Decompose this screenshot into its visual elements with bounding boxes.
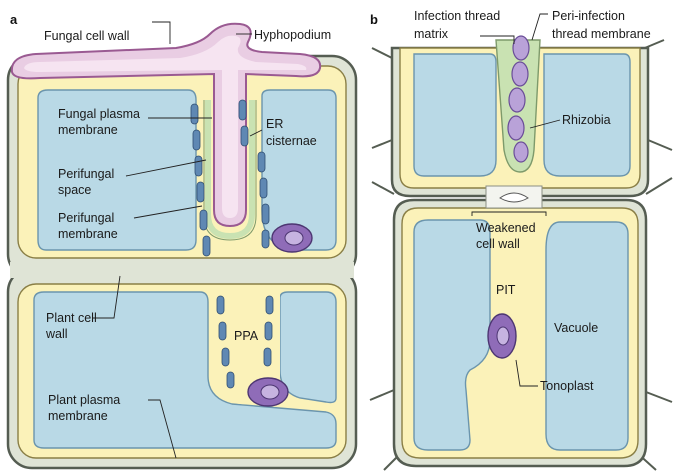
nucleolus-b <box>497 327 509 345</box>
label-infection-thread-line2: matrix <box>414 27 449 41</box>
er-segment <box>262 230 269 248</box>
wall-line <box>648 140 672 150</box>
label-perifungal-membrane-line1: Perifungal <box>58 211 114 225</box>
er-segment <box>193 130 200 150</box>
label-pit: PIT <box>496 283 516 297</box>
leader-peri-infection-membrane <box>532 14 548 40</box>
er-segment <box>227 372 234 388</box>
label-er-line1: ER <box>266 117 283 131</box>
label-er-line2: cisternae <box>266 134 317 148</box>
label-tonoplast: Tonoplast <box>540 379 594 393</box>
wall-line <box>646 178 672 194</box>
label-plant-cell-wall-line2: wall <box>45 327 68 341</box>
label-weakened-line2: cell wall <box>476 237 520 251</box>
label-perifungal-space-line2: space <box>58 183 91 197</box>
er-segment <box>197 182 204 202</box>
leader-fungal-cell-wall <box>152 22 170 44</box>
er-segment <box>258 152 265 172</box>
label-hyphopodium: Hyphopodium <box>254 28 331 42</box>
panel-b-letter: b <box>370 12 378 27</box>
lower-right-vacuole <box>280 292 336 403</box>
panel-b: b Infection thread matrix Peri-infection… <box>370 9 672 470</box>
er-segment <box>239 100 246 120</box>
rhizobium <box>512 62 528 86</box>
er-segment <box>217 296 224 314</box>
er-segment <box>265 322 272 340</box>
panel-a-letter: a <box>10 12 18 27</box>
er-segment <box>219 322 226 340</box>
er-segment <box>262 204 269 224</box>
label-fungal-plasma-membrane-line1: Fungal plasma <box>58 107 140 121</box>
er-segment <box>264 348 271 366</box>
er-segment <box>222 348 229 366</box>
rhizobium <box>508 116 524 140</box>
er-segment <box>266 296 273 314</box>
rhizobium <box>513 36 529 60</box>
label-plant-plasma-membrane-line2: membrane <box>48 409 108 423</box>
label-fungal-plasma-membrane-line2: membrane <box>58 123 118 137</box>
panel-a: a Fungal cell wall Hyphopodium Fungal pl… <box>8 12 356 468</box>
wall-line <box>372 182 394 194</box>
er-segment <box>191 104 198 124</box>
label-perifungal-space-line1: Perifungal <box>58 167 114 181</box>
label-weakened-line1: Weakened <box>476 221 536 235</box>
er-segment <box>241 126 248 146</box>
label-plant-cell-wall-line1: Plant cell <box>46 311 97 325</box>
label-peri-infection-line1: Peri-infection <box>552 9 625 23</box>
er-segment <box>203 236 210 256</box>
lower-nucleolus <box>261 385 279 399</box>
label-fungal-cell-wall: Fungal cell wall <box>44 29 129 43</box>
er-segment <box>195 156 202 176</box>
rhizobium <box>509 88 525 112</box>
label-ppa: PPA <box>234 329 259 343</box>
upper-nucleolus <box>285 231 303 245</box>
rhizobium <box>514 142 528 162</box>
er-segment <box>260 178 267 198</box>
wall-line <box>372 140 392 148</box>
wall-line <box>370 390 394 400</box>
cell-junction <box>10 262 354 278</box>
label-infection-thread-line1: Infection thread <box>414 9 500 23</box>
label-plant-plasma-membrane-line1: Plant plasma <box>48 393 120 407</box>
er-segment <box>200 210 207 230</box>
lower-right-vacuole-b <box>546 222 628 450</box>
label-vacuole: Vacuole <box>554 321 598 335</box>
label-rhizobia: Rhizobia <box>562 113 611 127</box>
label-perifungal-membrane-line2: membrane <box>58 227 118 241</box>
wall-line <box>646 392 672 402</box>
label-peri-infection-line2: thread membrane <box>552 27 651 41</box>
upper-left-vacuole-b <box>414 54 496 176</box>
